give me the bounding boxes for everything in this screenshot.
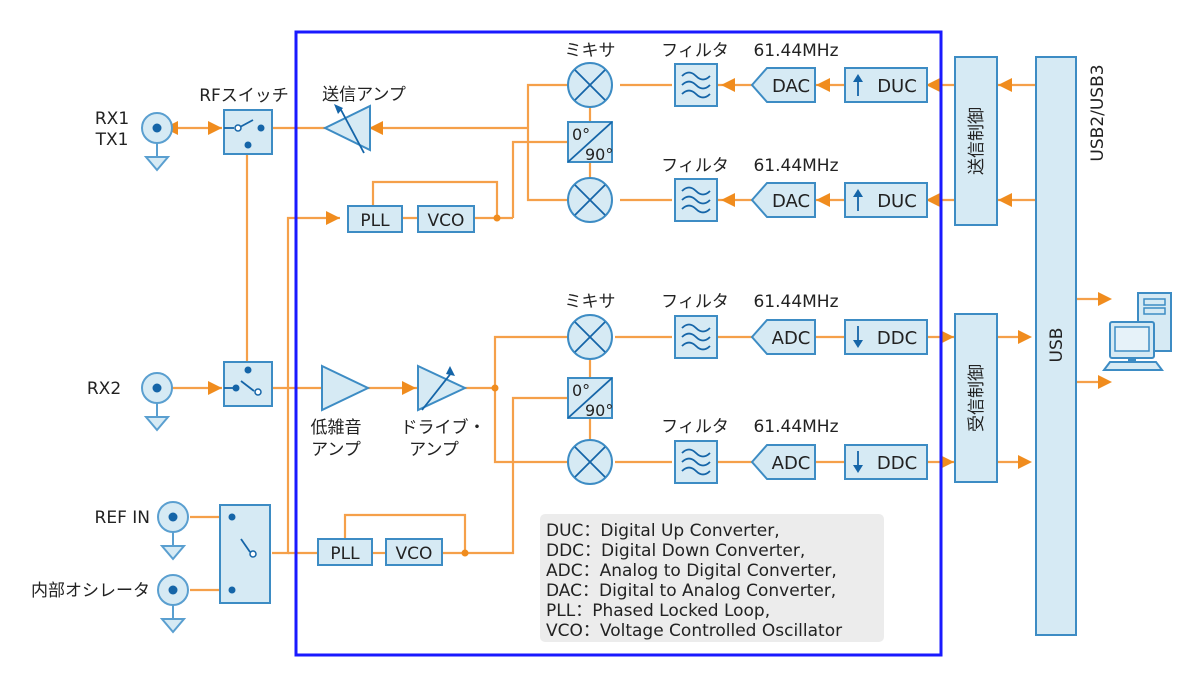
tx-amp-label: 送信アンプ [322, 85, 406, 105]
tx-freq-1-label: 61.44MHz [753, 41, 838, 61]
rf-ic-boundary-frame [294, 30, 943, 657]
rf-switch-1 [223, 109, 273, 155]
tx-vco-block: VCO [417, 205, 475, 233]
port-tx1-label: TX1 [95, 130, 129, 150]
legend-item: VCO：Voltage Controlled Oscillator [546, 621, 842, 641]
legend: DUC：Digital Up Converter, DDC：Digital Do… [540, 514, 884, 642]
tx-filter-2 [674, 178, 718, 222]
port-ref-in-label: REF IN [95, 508, 150, 528]
rx-mixer-label: ミキサ [565, 292, 616, 312]
rf-switch-2 [223, 361, 273, 407]
svg-text:90°: 90° [585, 401, 613, 420]
connector-rx2 [141, 372, 173, 432]
svg-text:0°: 0° [572, 381, 590, 400]
rx-mixer-i [567, 314, 613, 360]
computer-icon [1102, 292, 1172, 371]
duc-1: DUC [844, 67, 928, 103]
tx-filter-2-label: フィルタ [661, 156, 729, 176]
svg-text:VCO: VCO [428, 211, 465, 231]
svg-text:送信制御: 送信制御 [967, 107, 987, 175]
rf-switch-label: RFスイッチ [199, 86, 289, 106]
lna-label-1: 低雑音 [311, 418, 362, 438]
svg-text:DAC: DAC [772, 191, 810, 212]
ddc-1: DDC [844, 319, 928, 355]
svg-text:DDC: DDC [877, 453, 917, 474]
svg-text:DAC: DAC [772, 76, 810, 97]
svg-text:90°: 90° [585, 145, 613, 164]
tx-pll-block: PLL [347, 205, 403, 233]
labels: RX1 TX1 RFスイッチ 送信アンプ ミキサ フィルタ 61.44MHz フ… [31, 41, 839, 601]
tx-amplifier [322, 104, 371, 154]
svg-text:受信制御: 受信制御 [967, 364, 987, 432]
svg-text:PLL: PLL [360, 211, 390, 231]
port-internal-osc-label: 内部オシレータ [31, 581, 150, 601]
ddc-2: DDC [844, 444, 928, 480]
tx-filter-1 [674, 63, 718, 107]
dac-2: DAC [750, 182, 816, 218]
connector-rx1-tx1 [141, 112, 173, 172]
rx-pll-block: PLL [317, 538, 373, 566]
port-rx2-label: RX2 [87, 379, 121, 399]
connector-internal-osc [157, 574, 189, 634]
legend-item: DDC：Digital Down Converter, [546, 541, 805, 561]
legend-item: ADC：Analog to Digital Converter, [546, 561, 837, 581]
rx-filter-2 [674, 440, 718, 484]
legend-item: DUC：Digital Up Converter, [546, 521, 780, 541]
junction-dots [461, 214, 501, 557]
drive-amp-label-1: ドライブ・ [401, 417, 486, 438]
rx-freq-2-label: 61.44MHz [753, 417, 838, 437]
legend-item: DAC：Digital to Analog Converter, [546, 581, 836, 601]
rx-filter-1 [674, 315, 718, 359]
tx-mixer-i [567, 62, 613, 108]
usb-version-label: USB2/USB3 [1088, 64, 1108, 161]
svg-text:USB: USB [1047, 328, 1067, 363]
adc-2: ADC [750, 444, 816, 480]
rx-filter-1-label: フィルタ [661, 292, 729, 312]
svg-text:ADC: ADC [772, 453, 811, 474]
rx-filter-2-label: フィルタ [661, 417, 729, 437]
tx-phase-shifter: 0° 90° [567, 121, 613, 164]
tx-mixer-label: ミキサ [565, 41, 616, 61]
tx-freq-2-label: 61.44MHz [753, 156, 838, 176]
tx-filter-1-label: フィルタ [661, 41, 729, 61]
ref-select-switch [219, 504, 271, 604]
svg-text:ADC: ADC [772, 328, 811, 349]
svg-text:DUC: DUC [877, 191, 917, 212]
drive-amp-label-2: アンプ [409, 440, 459, 460]
connector-ref-in [157, 501, 189, 561]
tx-control-block: 送信制御 [954, 56, 998, 226]
usb-block: USB [1035, 56, 1077, 636]
legend-item: PLL：Phased Locked Loop, [546, 601, 770, 621]
tx-mixer-q [567, 177, 613, 223]
rx-control-block: 受信制御 [954, 313, 998, 483]
dac-1: DAC [750, 67, 816, 103]
drive-amplifier [417, 364, 468, 412]
lna-label-2: アンプ [311, 440, 361, 460]
svg-text:DUC: DUC [877, 76, 917, 97]
rx-freq-1-label: 61.44MHz [753, 292, 838, 312]
adc-1: ADC [750, 319, 816, 355]
svg-text:PLL: PLL [330, 544, 360, 564]
rx-vco-block: VCO [385, 538, 443, 566]
port-rx1-label: RX1 [95, 109, 129, 129]
duc-2: DUC [844, 182, 928, 218]
svg-text:DDC: DDC [877, 328, 917, 349]
svg-text:VCO: VCO [396, 544, 433, 564]
svg-text:0°: 0° [572, 125, 590, 144]
lna-amplifier [321, 364, 371, 412]
rx-mixer-q [567, 439, 613, 485]
rx-phase-shifter: 0° 90° [567, 377, 613, 420]
